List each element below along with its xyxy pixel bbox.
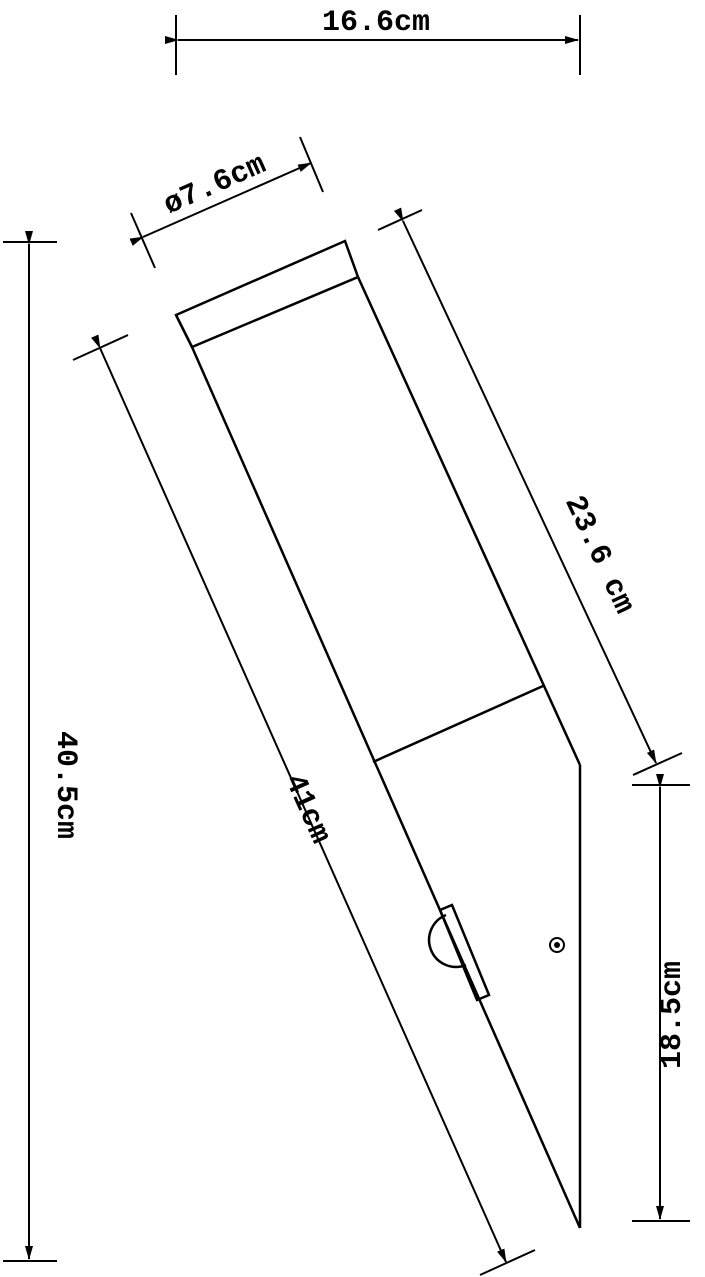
diameter-dimension: ø7.6cm [129, 136, 324, 269]
total-length-label: 41cm [276, 769, 336, 849]
height-label: 40.5cm [48, 731, 82, 839]
spike-height-dimension: 18.5cm [632, 774, 690, 1222]
screw-icon [549, 937, 565, 953]
width-label: 16.6cm [322, 6, 430, 40]
width-dimension: 16.6cm [165, 6, 581, 75]
lamp-body [174, 239, 582, 1229]
head-length-dimension: 23.6 cm [377, 207, 683, 776]
total-length-dimension: 41cm [72, 334, 536, 1276]
head-length-label: 23.6 cm [556, 491, 640, 620]
spike-height-label: 18.5cm [656, 961, 690, 1069]
motion-sensor [427, 903, 491, 1002]
diameter-label: ø7.6cm [159, 148, 272, 223]
height-dimension: 40.5cm [3, 231, 82, 1262]
